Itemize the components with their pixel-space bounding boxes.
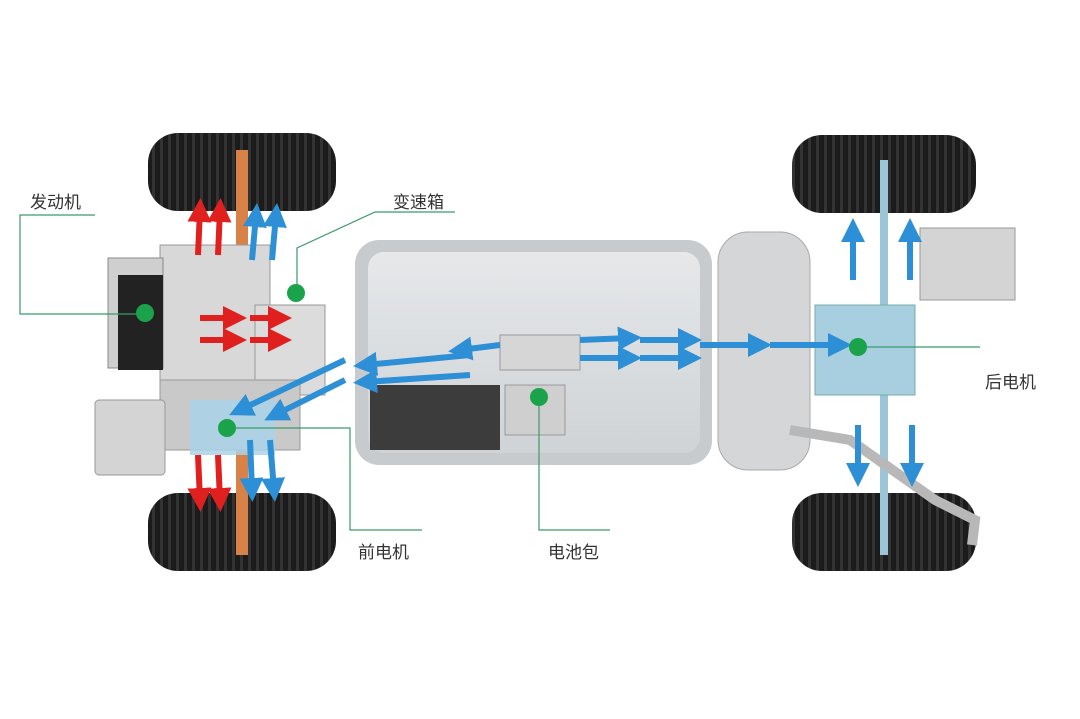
front-motor-label: 前电机 (358, 543, 409, 563)
engine-assembly (94, 244, 326, 476)
battery-pack (355, 240, 712, 465)
engine-label: 发动机 (30, 193, 81, 213)
engine-marker (136, 304, 154, 322)
heat-flow-arrows (187, 198, 292, 512)
front-motor-marker (218, 419, 236, 437)
leader-lines (19, 211, 980, 531)
battery-label: 电池包 (548, 543, 599, 563)
coolant-flow-arrows (229, 203, 924, 502)
gearbox-label: 变速箱 (393, 193, 444, 213)
battery-marker (530, 388, 548, 406)
rear-motor-marker (849, 338, 867, 356)
gearbox-marker (287, 284, 305, 302)
rear-motor-label: 后电机 (985, 373, 1036, 393)
